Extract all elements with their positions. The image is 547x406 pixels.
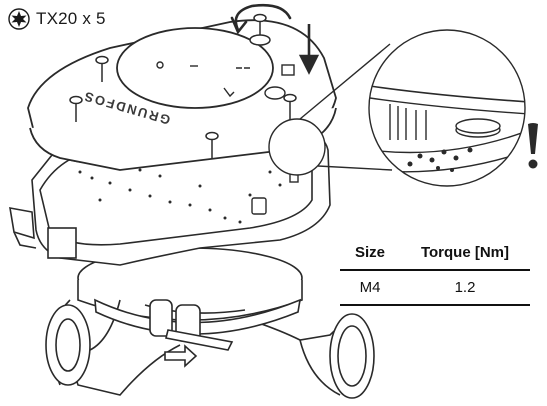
down-arrow-icon — [298, 24, 320, 75]
warning-icon — [528, 123, 538, 169]
screw-1 — [95, 55, 109, 82]
tool-label: TX20 x 5 — [8, 8, 106, 30]
circuit-board — [78, 163, 282, 224]
header-size: Size — [354, 244, 385, 261]
top-cover — [27, 19, 337, 171]
cell-size: M4 — [359, 279, 381, 296]
screw-2 — [69, 95, 83, 122]
header-torque: Torque [Nm] — [420, 244, 510, 261]
torque-table-header: Size Torque [Nm] — [340, 232, 530, 270]
screw-5 — [249, 13, 271, 46]
cell-torque: 1.2 — [454, 279, 476, 296]
cover-markings — [156, 61, 295, 100]
table-row: M4 1.2 — [340, 270, 530, 305]
torque-table: Size Torque [Nm] M4 1.2 — [340, 232, 530, 306]
screw-3 — [205, 131, 219, 158]
clamp-ring — [94, 298, 302, 368]
torx-icon — [8, 8, 30, 30]
tool-text: TX20 x 5 — [36, 9, 106, 28]
rotate-arrow-icon — [230, 3, 292, 35]
